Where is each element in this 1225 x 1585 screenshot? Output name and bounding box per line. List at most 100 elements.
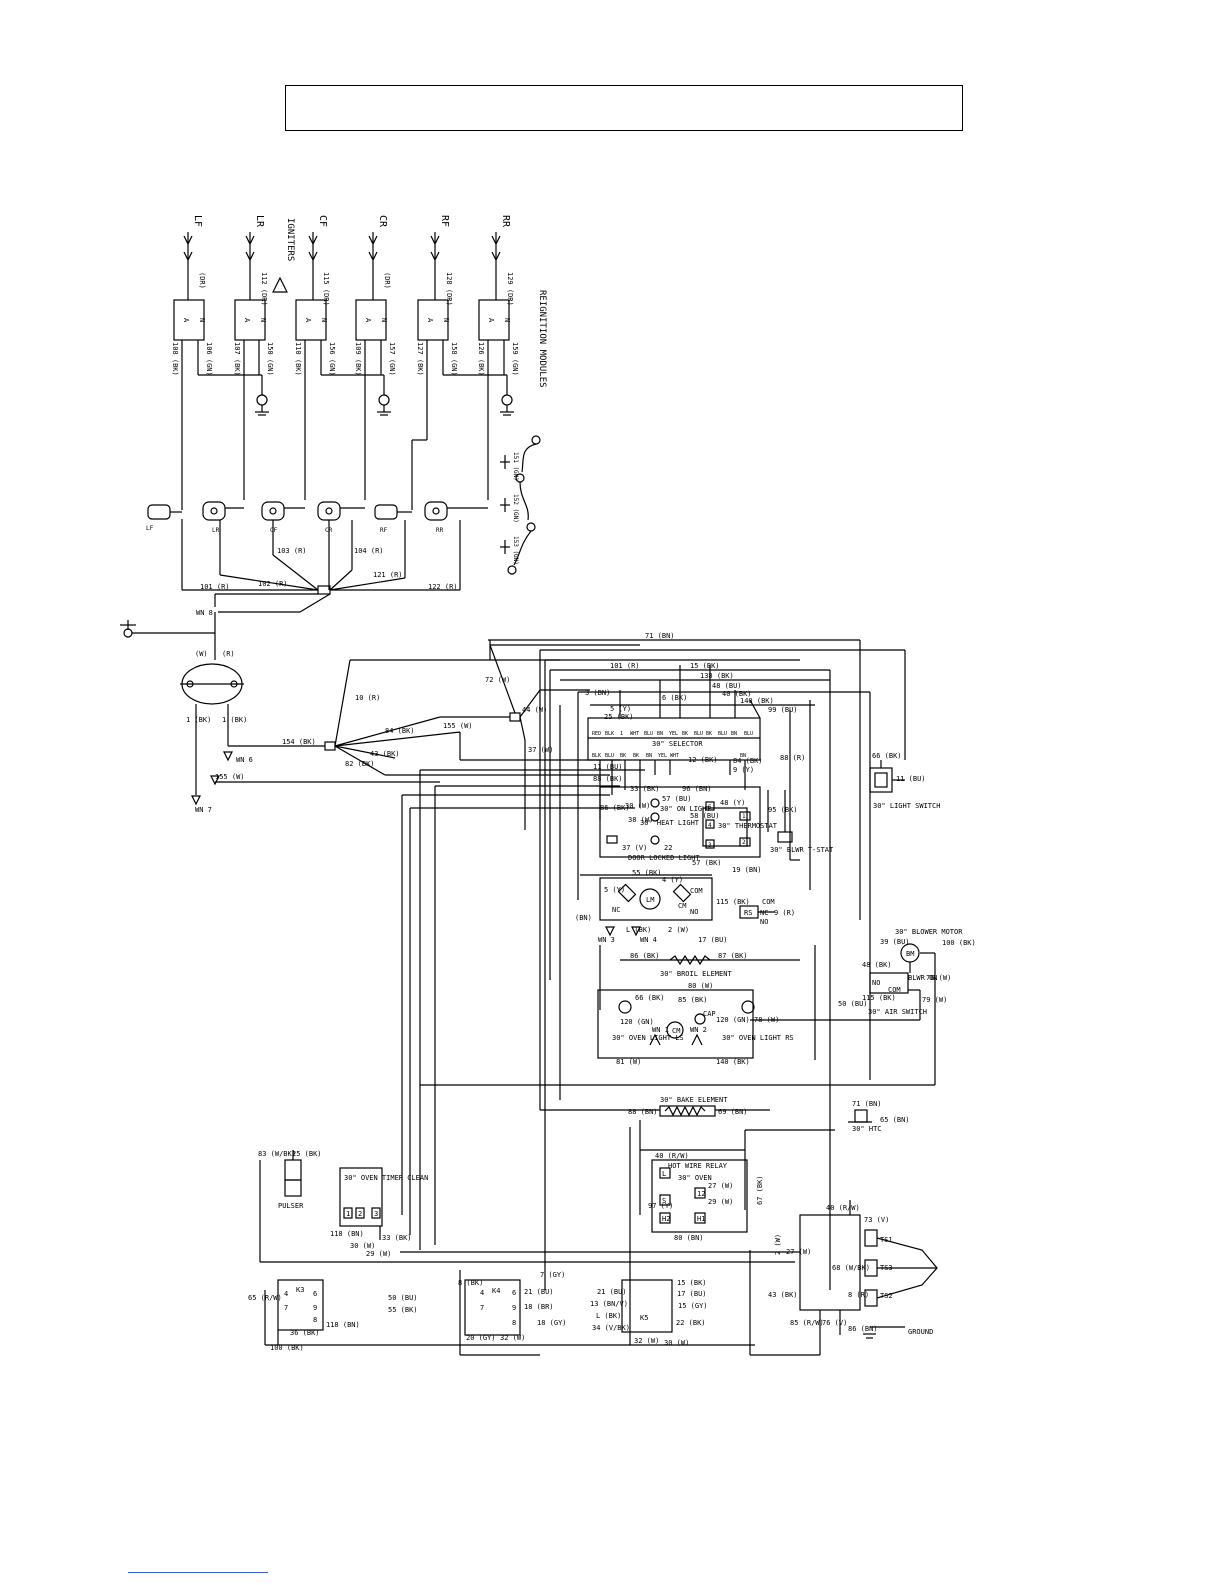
- wire-88r: 88 (R): [780, 754, 805, 762]
- wire-17: 17 (BU): [698, 936, 728, 944]
- wire-154: 154 (BK): [282, 738, 316, 746]
- wire-115-blower: 115 (BK): [862, 994, 896, 1002]
- wire-29-timer: 29 (W): [366, 1250, 391, 1258]
- lm-label: LM: [646, 896, 654, 904]
- burner-label-cr: CR: [325, 527, 333, 534]
- module-2-in: 112 (DR): [260, 272, 268, 306]
- module-6-wire-n: 159 (GN): [511, 342, 519, 376]
- selector-label: 30" SELECTOR: [652, 740, 703, 748]
- wire-2w: 2 (W): [774, 1234, 782, 1255]
- igniter-label-rf: RF: [439, 215, 450, 227]
- wire-r: (R): [222, 650, 235, 658]
- wire-17-k5: 17 (BU): [677, 1290, 707, 1298]
- timer-label: 30" OVEN TIMER CLEAN: [344, 1174, 428, 1182]
- wire-155: 155 (W): [215, 773, 245, 781]
- selector-top-pin-5: BLU: [644, 731, 653, 737]
- igniter-label-lr: LR: [254, 215, 265, 228]
- wire-15: 15 (BK): [690, 662, 720, 670]
- reignition-module-boxes: [173, 299, 510, 341]
- wire-76-term: 76 (V): [822, 1319, 847, 1327]
- module-1-in: (DR): [198, 272, 206, 289]
- footer-link-underline[interactable]: [128, 1572, 268, 1573]
- igniters-title: IGNITERS: [285, 218, 295, 261]
- wire-9: 9 (Y): [733, 766, 754, 774]
- wire-87: 87 (BK): [718, 952, 748, 960]
- wire-20: 20 (GY): [466, 1334, 496, 1342]
- selector-top-pin-11: BLU: [718, 731, 727, 737]
- k3-pin-9: 9: [313, 1304, 317, 1312]
- ground-wire-151: 151 (GN): [512, 452, 519, 481]
- wire-101: 101 (R): [200, 583, 230, 591]
- selector-top-pin-1: RED: [592, 731, 601, 737]
- selector-top-pin-10: BK: [706, 731, 712, 737]
- wire-39: 39 (BU): [880, 938, 910, 946]
- wire-100-k3: 100 (BK): [270, 1344, 304, 1352]
- wire-33-timer: 33 (BK): [382, 1234, 412, 1242]
- wire-101r: 101 (R): [610, 662, 640, 670]
- burner-label-rr: RR: [436, 527, 444, 534]
- wn8-label: WN 8: [196, 609, 213, 617]
- wire-21-k5: 21 (BU): [597, 1288, 627, 1296]
- wire-78: 78 (W): [754, 1016, 779, 1024]
- module-outputs: [181, 340, 508, 510]
- wire-w: (W): [195, 650, 208, 658]
- wire-25-pulser: 25 (BK): [292, 1150, 322, 1158]
- wire-3: 3 (BN): [585, 689, 610, 697]
- wire-50-k3: 50 (BU): [388, 1294, 418, 1302]
- module-4-pin-a: A: [364, 318, 372, 323]
- wire-40: 40 (BK): [722, 690, 752, 698]
- k4-pin-8: 8: [512, 1319, 516, 1327]
- ground-wire-153: 153 (GN): [512, 536, 519, 565]
- wire-19: 19 (BN): [732, 866, 762, 874]
- igniter-label-rr: RR: [500, 215, 511, 228]
- burner-label-lr: LR: [212, 527, 220, 534]
- burner-electrodes: [147, 501, 488, 521]
- k3-pin-4: 4: [284, 1290, 288, 1298]
- htc-label: 30" HTC: [852, 1125, 882, 1133]
- oven-light-ls-label: 30" OVEN LIGHT LS: [612, 1034, 684, 1042]
- wire-38: 38 (W): [628, 816, 653, 824]
- wire-5: 5 (Y): [610, 705, 631, 713]
- wire-97: 97 (Y): [648, 1202, 673, 1210]
- selector-top-pin-6: BN: [657, 731, 663, 737]
- wire-120b: 120 (GN): [716, 1016, 750, 1024]
- module-1-wire-n: 106 (GN): [205, 342, 213, 376]
- cap-label: CAP: [703, 1010, 716, 1018]
- title-box: [285, 85, 963, 131]
- wn4-label: WN 4: [640, 936, 657, 944]
- thermostat-pin-4: 4: [708, 822, 712, 829]
- wire-102: 102 (R): [258, 580, 288, 588]
- timer-pin-2: 2: [358, 1210, 362, 1218]
- module-2-pin-a: A: [243, 318, 251, 323]
- blwr-tstat-label: 30" BLWR T-STAT: [770, 846, 834, 854]
- relay-pin-s: S: [662, 1197, 666, 1205]
- wn7-label: WN 7: [195, 806, 212, 814]
- wire-72: 72 (W): [485, 676, 510, 684]
- wire-99: 99 (BU): [768, 706, 798, 714]
- module-1-pin-a: A: [182, 318, 190, 323]
- wire-79: 79 (W): [922, 996, 947, 1004]
- k3-pin-8: 8: [313, 1316, 317, 1324]
- selector-top-pin-4: WHT: [630, 731, 639, 737]
- wire-30-timer: 30 (W): [350, 1242, 375, 1250]
- wire-81: 81 (W): [616, 1058, 641, 1066]
- wn1-label: WN 1: [652, 1026, 669, 1034]
- wire-5-lm: 5 (Y): [604, 886, 625, 894]
- selector-top-pin-9: BLU: [694, 731, 703, 737]
- selector-bottom-pin-6: YEL: [658, 753, 667, 759]
- wire-9r: 9 (R): [774, 909, 795, 917]
- k5-label: K5: [640, 1314, 648, 1322]
- warning-triangle-icon: [272, 276, 288, 293]
- wire-85-term: 85 (R/W): [790, 1319, 824, 1327]
- wire-18gy: 18 (GY): [537, 1319, 567, 1327]
- wire-27-term: 27 (W): [786, 1248, 811, 1256]
- igniter-label-cf: CF: [317, 215, 328, 227]
- wire-88: 88 (BK): [593, 775, 623, 783]
- ts2-label: TS2: [880, 1292, 893, 1300]
- wire-21: 21 (BU): [524, 1288, 554, 1296]
- wire-37: 37 (W): [528, 746, 553, 754]
- wire-55-k3: 55 (BK): [388, 1306, 418, 1314]
- module-3-pin-a: A: [304, 318, 312, 323]
- wire-l: L (BK): [626, 926, 651, 934]
